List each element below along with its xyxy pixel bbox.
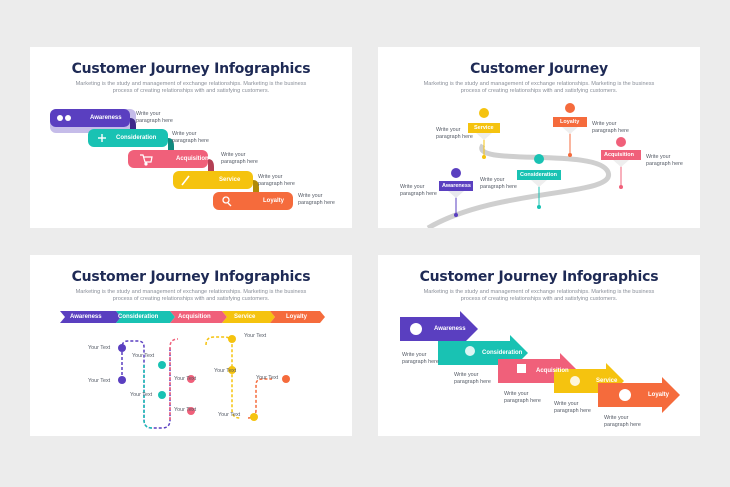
step-label-awareness: Awareness [90, 115, 122, 121]
search-icon [222, 196, 232, 207]
step-bar-service [173, 171, 253, 189]
point [228, 335, 236, 343]
step-label-service: Service [219, 177, 241, 183]
road-graphic [426, 103, 641, 228]
point-label: Your Text [88, 378, 111, 384]
arrow-text-loyalty: Write your paragraph here [604, 415, 641, 428]
slide-title: Customer Journey Infographics [71, 269, 311, 285]
point-label: Your Text [174, 376, 197, 382]
chevron-consideration [116, 311, 175, 323]
chevron-acquisition [170, 311, 227, 323]
slide-staircase[interactable]: Customer Journey Infographics Marketing … [30, 47, 352, 228]
step-label-loyalty: Loyalty [263, 198, 285, 204]
arrow-text-service: Write your paragraph here [554, 401, 591, 414]
step-text-acquisition: Write your paragraph here [221, 152, 258, 165]
point-label: Your Text [132, 353, 155, 359]
arrow-awareness [400, 311, 478, 347]
point [158, 391, 166, 399]
pin-text-consideration: Write your paragraph here [480, 177, 517, 190]
chevron-service [222, 311, 275, 323]
point-label: Your Text [244, 333, 267, 339]
chevron-label-service: Service [234, 314, 256, 320]
pin-label-awareness: Awareness [442, 183, 471, 189]
point [187, 375, 195, 383]
step-text-service: Write your paragraph here [258, 174, 295, 187]
arrows-icon [98, 134, 106, 142]
slide-subtitle: Marketing is the study and management of… [423, 81, 655, 94]
arrow-text-acquisition: Write your paragraph here [504, 391, 541, 404]
slide-arrows[interactable]: Customer Journey Infographics Marketing … [378, 255, 700, 436]
point [228, 366, 236, 374]
pin-text-acquisition: Write your paragraph here [646, 154, 683, 167]
megaphone-icon [410, 323, 422, 335]
road [426, 143, 611, 228]
point [250, 413, 258, 421]
arrow-label-service: Service [596, 378, 618, 384]
calendar-icon [517, 364, 526, 373]
slide-subtitle: Marketing is the study and management of… [75, 289, 307, 302]
binoculars-icon [57, 115, 71, 121]
step-text-loyalty: Write your paragraph here [298, 193, 335, 206]
slide-title: Customer Journey Infographics [71, 61, 311, 77]
arrow-loyalty [598, 377, 680, 413]
staircase-graphic [50, 109, 293, 210]
chevron-path-graphic [60, 311, 325, 429]
chevron-label-loyalty: Loyalty [286, 314, 308, 320]
arrow-steps-graphic [400, 311, 680, 413]
slide-title: Customer Journey [470, 61, 608, 77]
pin-label-consideration: Consideration [520, 172, 557, 178]
chevron-loyalty [270, 311, 325, 323]
globe-icon [465, 346, 475, 356]
pin-service [468, 108, 500, 159]
pin-awareness [439, 168, 473, 217]
wrench-icon [181, 175, 190, 186]
arrow-text-consideration: Write your paragraph here [454, 372, 491, 385]
pin-text-awareness: Write your paragraph here [400, 184, 437, 197]
point-label: Your Text [88, 345, 111, 351]
point-label: Your Text [130, 392, 153, 398]
point [187, 407, 195, 415]
chevron-label-acquisition: Acquisition [178, 314, 211, 320]
point [118, 376, 126, 384]
slide-subtitle: Marketing is the study and management of… [423, 289, 655, 302]
point-label: Your Text [256, 375, 279, 381]
step-label-consideration: Consideration [116, 135, 157, 141]
slide-road[interactable]: Customer Journey Marketing is the study … [378, 47, 700, 228]
pin-label-loyalty: Loyalty [560, 119, 580, 125]
chevron-awareness [60, 311, 121, 323]
arrow-label-loyalty: Loyalty [648, 392, 670, 398]
point [282, 375, 290, 383]
slide-title: Customer Journey Infographics [419, 269, 659, 285]
pin-acquisition [601, 137, 641, 189]
point [158, 361, 166, 369]
step-text-consideration: Write your paragraph here [172, 131, 209, 144]
point-label: Your Text [218, 412, 241, 418]
step-bar-loyalty [213, 192, 293, 210]
point [118, 344, 126, 352]
slide-dotted-path[interactable]: Customer Journey Infographics Marketing … [30, 255, 352, 436]
pin-label-service: Service [474, 125, 494, 131]
thumbs-up-icon [619, 389, 631, 401]
arrow-label-acquisition: Acquisition [536, 368, 569, 374]
pin-text-loyalty: Write your paragraph here [592, 121, 629, 134]
pin-label-acquisition: Acquisition [604, 152, 634, 158]
arrow-text-awareness: Write your paragraph here [402, 352, 439, 365]
step-bar-acquisition [128, 150, 208, 168]
step-bar-awareness [50, 109, 130, 127]
point-label: Your Text [214, 368, 237, 374]
step-text-awareness: Write your paragraph here [136, 111, 173, 124]
chevron-label-awareness: Awareness [70, 314, 102, 320]
chevron-label-consideration: Consideration [118, 314, 159, 320]
arrow-label-consideration: Consideration [482, 350, 523, 356]
pin-text-service: Write your paragraph here [436, 127, 473, 140]
pin-loyalty [553, 103, 587, 157]
tools-icon [570, 376, 580, 386]
point-label: Your Text [174, 407, 197, 413]
arrow-label-awareness: Awareness [434, 326, 466, 332]
pin-consideration [517, 154, 561, 209]
step-label-acquisition: Acquisition [176, 156, 209, 162]
step-bar-consideration [88, 129, 168, 147]
slide-subtitle: Marketing is the study and management of… [75, 81, 307, 94]
cart-icon [140, 154, 153, 166]
